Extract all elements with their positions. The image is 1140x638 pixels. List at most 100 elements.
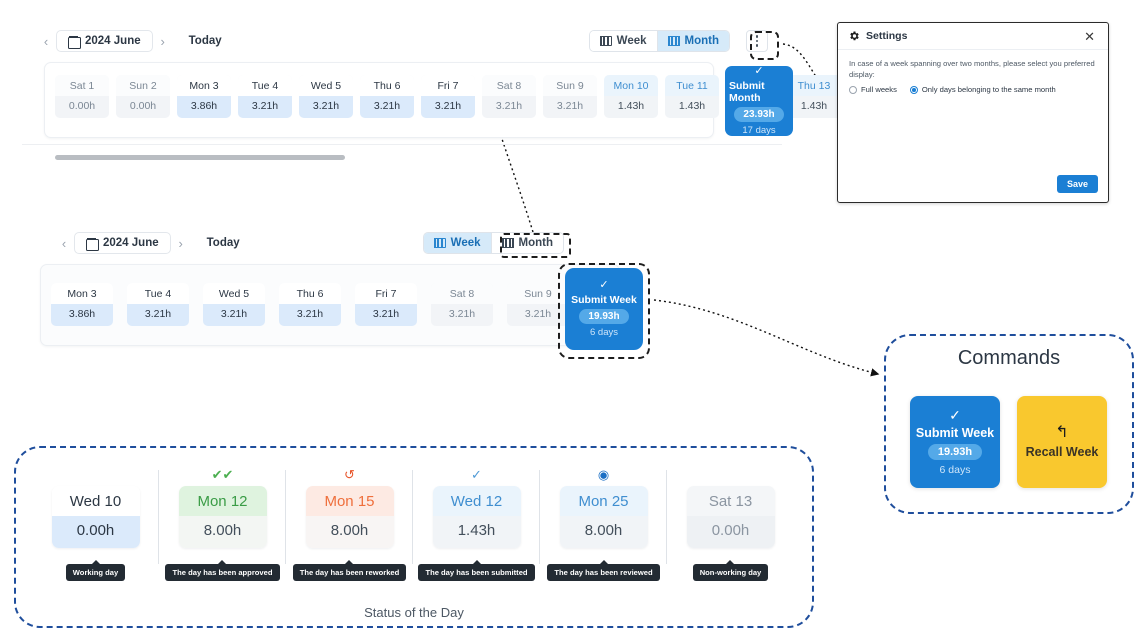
commands-row: ✓ Submit Week 19.93h 6 days ↰ Recall Wee… [910,396,1107,488]
settings-title: Settings [866,30,908,42]
calendar-icon [86,237,99,251]
settings-description: In case of a week spanning over two mont… [849,59,1095,79]
radio-same-month[interactable] [909,85,918,94]
next-week-button[interactable]: › [178,235,183,251]
day-hours: 3.21h [238,96,292,118]
tab-week[interactable]: Week [423,233,491,253]
submit-week-command[interactable]: ✓ Submit Week 19.93h 6 days [910,396,1000,488]
today-button[interactable]: Today [188,35,222,47]
kebab-dot [755,39,759,43]
submit-month-button[interactable]: ✓ Submit Month 23.93h 17 days [725,66,793,136]
day-hours: 1.43h [604,96,658,118]
status-day-hours: 1.43h [432,516,521,548]
day-name: Mon 3 [177,75,231,96]
day-cell[interactable]: ✓Thu 131.43h [787,75,841,118]
month-label: 2024 June [85,35,141,47]
status-tooltip: Working day [65,560,126,581]
day-name: Tue 4 [127,283,189,304]
submit-week-command-days: 6 days [939,464,971,476]
month-view-toggle: Week Month [588,30,730,52]
submit-month-label: Submit Month [729,80,765,104]
day-hours: 1.43h [665,96,719,118]
undo-icon: ↰ [1055,424,1069,441]
day-name: Thu 6 [360,75,414,96]
week-today-button[interactable]: Today [206,237,240,249]
double-check-icon: ✔✔ [211,467,234,482]
submit-week-label: Submit Week [571,294,637,306]
day-name: Sun 9 [507,283,569,304]
status-tooltip: Non-working day [692,560,769,581]
submit-week-button[interactable]: ✓ Submit Week 19.93h 6 days [565,268,643,350]
week-toolbar: ‹ 2024 June › Today Week Month [36,226,656,260]
prev-week-button[interactable]: ‹ [61,235,67,251]
save-button[interactable]: Save [1056,175,1098,193]
calendar-icon [68,35,81,49]
radio-same-month-label: Only days belonging to the same month [921,85,1056,94]
week-month-picker[interactable]: 2024 June [74,232,171,254]
day-cell-wrapper: ✓Thu 131.43h [787,75,841,118]
day-cell[interactable]: ✓Mon 101.43h [604,75,658,118]
status-tooltip: The day has been reworked [292,560,407,581]
kebab-dot [755,44,759,47]
status-of-day-caption: Status of the Day [364,605,464,620]
week-month-label: 2024 June [103,237,159,249]
check-icon: ✓ [754,65,764,77]
tab-month[interactable]: Month [656,31,729,51]
eye-icon: ◉ [597,467,610,482]
tab-week-label: Week [450,237,481,249]
prev-month-button[interactable]: ‹ [43,33,49,49]
day-name: Thu 6 [279,283,341,304]
recall-week-command[interactable]: ↰ Recall Week [1017,396,1107,488]
tab-month-label: Month [684,35,719,47]
more-options-button[interactable] [746,30,768,52]
radio-full-weeks[interactable] [849,85,857,94]
month-horizontal-scrollbar[interactable] [55,155,345,160]
tab-month[interactable]: Month [490,233,563,253]
rework-icon: ↺ [344,467,355,482]
day-hours: 3.21h [421,96,475,118]
day-cell[interactable]: ✓Tue 111.43h [665,75,719,118]
radio-full-weeks-label: Full weeks [861,85,897,94]
month-picker[interactable]: 2024 June [56,30,153,52]
tab-week[interactable]: Week [589,31,657,51]
week-grid-icon [433,238,446,248]
day-name: Wed 5 [203,283,265,304]
day-name: Sun 9 [543,75,597,96]
day-hours: 3.21h [507,304,569,326]
day-name: Fri 7 [421,75,475,96]
day-name: Sat 8 [482,75,536,96]
close-icon[interactable]: ✕ [1084,28,1095,44]
status-day-label: Sat 13 [686,486,775,516]
day-hours: 1.43h [787,96,841,118]
status-day-label: Wed 10 [51,486,140,516]
next-month-button[interactable]: › [160,33,165,49]
status-tooltip: The day has been approved [165,560,280,581]
